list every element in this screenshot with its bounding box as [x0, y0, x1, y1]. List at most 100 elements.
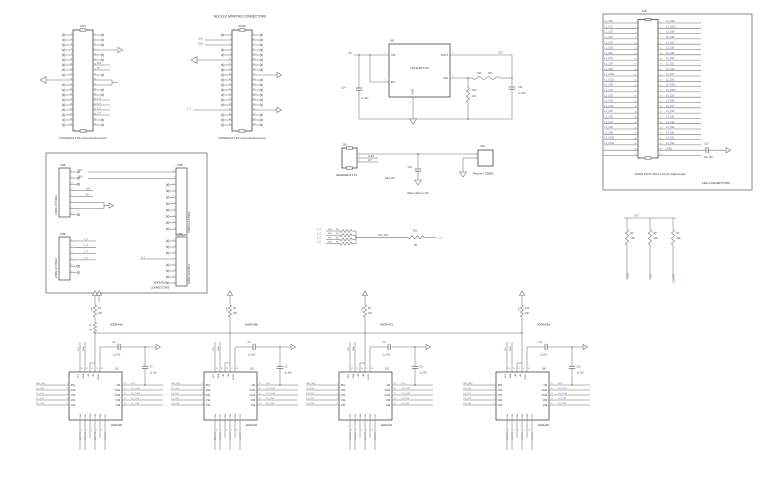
net-arrow-icon	[155, 343, 162, 351]
nucleo-morpho-section: NUCLEO MORPHO CONNECTORS	[214, 15, 266, 19]
label: CS1	[341, 395, 346, 397]
net-label: L1_CS10	[131, 393, 141, 395]
label: CS1	[498, 395, 503, 397]
net-arrow-icon	[361, 290, 369, 296]
connector-ref: CN7	[80, 24, 86, 28]
label: 31	[660, 101, 663, 103]
label: 10K	[98, 313, 103, 315]
label: 21	[229, 83, 232, 85]
net-label: L2_CS0	[666, 79, 675, 81]
label: 38	[634, 117, 637, 119]
label: 19	[356, 368, 358, 370]
connector-ref: CN5	[177, 163, 183, 167]
net-arrow-icon	[39, 76, 47, 84]
label: 11	[394, 403, 397, 405]
label: 4	[202, 398, 204, 400]
label: 24	[634, 80, 637, 82]
label: R17	[328, 237, 333, 239]
label: CS9	[543, 400, 548, 402]
label: 37	[229, 123, 232, 125]
net-label: 3V3	[86, 188, 91, 190]
net-label: L3_CS9	[605, 132, 614, 134]
label: 1	[174, 281, 176, 283]
label: 9	[96, 430, 97, 432]
net-label: L2_CS9	[666, 32, 675, 34]
label: 11	[70, 58, 73, 60]
net-label: L4_CS6	[520, 432, 522, 441]
net-label: L2_CS11	[666, 21, 676, 23]
net-label: L2_CS3	[171, 403, 180, 405]
label: 20	[216, 368, 218, 370]
label: 6	[71, 201, 73, 203]
net-label: L1_CS9	[131, 398, 140, 400]
net-label: 3V3	[634, 214, 639, 218]
U2-body	[203, 371, 258, 421]
label: 10K	[525, 313, 530, 315]
label: 2	[253, 33, 255, 35]
label: 20	[94, 78, 97, 80]
label: VLDO	[98, 374, 100, 380]
resistor-symbol	[471, 76, 501, 80]
label: 13	[394, 393, 397, 395]
label: 17	[523, 368, 525, 370]
label: 2	[71, 176, 73, 178]
label: 17	[229, 73, 232, 75]
label: 18	[518, 368, 520, 370]
label: 23	[70, 88, 73, 90]
label: 14	[259, 388, 262, 390]
label: 10	[236, 430, 238, 432]
label: 7	[356, 430, 357, 432]
label: SDA	[217, 373, 220, 378]
label: 35	[229, 118, 232, 120]
net-label: L3_CS1	[306, 393, 315, 395]
label: 1	[67, 383, 69, 385]
label: CS3	[71, 405, 76, 407]
label: 8	[361, 430, 362, 432]
label: A0	[519, 373, 522, 376]
ic-ref: U2	[250, 367, 254, 371]
label: C13	[577, 367, 582, 369]
net-label: SCL	[78, 170, 83, 172]
label: 19	[660, 69, 663, 71]
label: 16	[101, 368, 103, 370]
label: 22u 16V	[704, 156, 713, 159]
ic-ref: U1	[115, 367, 119, 371]
label: 10	[94, 53, 97, 55]
label: 15	[660, 58, 663, 60]
net-arrow-icon	[518, 290, 526, 296]
label: 30	[634, 96, 637, 98]
connector-caption: CONN19x2 2.54 Low Insertion Force	[218, 136, 266, 140]
label: 7	[221, 430, 222, 432]
net-label: SDA	[78, 175, 83, 178]
label: C10	[704, 143, 709, 146]
label: 16	[253, 68, 256, 70]
label: 4	[337, 398, 339, 400]
label: 1	[476, 152, 478, 154]
led-driver-block-U1: U1LED12021IRQLED_IRQ2CS0L1_CS03CS1L1_CS1…	[36, 290, 163, 450]
net-label: L2_CS5	[666, 53, 675, 55]
label: R3	[233, 308, 237, 310]
label: CS9	[116, 400, 121, 402]
label: VIN	[116, 385, 120, 387]
resistor-symbol	[339, 233, 353, 238]
label: 5	[230, 43, 232, 45]
resistor-symbol	[227, 304, 233, 318]
net-label: L3_CS1	[605, 90, 614, 92]
ic-part-number: LED1202	[381, 423, 393, 427]
label: 36	[634, 111, 637, 113]
label: 27	[70, 98, 73, 100]
label: 4	[174, 263, 176, 265]
net-label: L3_CS7	[605, 122, 614, 124]
cn7-body	[72, 29, 94, 132]
net-arrow-icon	[276, 71, 283, 79]
led-driver-block-U6: U6LED12021IRQLED_IRQ2CS0L4_CS03CS1L4_CS1…	[463, 290, 590, 450]
label: 10K	[368, 313, 373, 315]
net-label: L1_CS6	[93, 432, 95, 441]
net-label: L1_CS2	[605, 32, 614, 34]
net-label: L4_CS1	[463, 393, 472, 395]
label: 5	[71, 195, 73, 197]
label: 8	[174, 239, 176, 241]
net-label: L3_CS6	[363, 432, 365, 441]
connector-caption: CONN 1x8 2.54mm	[189, 264, 191, 284]
label: C1	[113, 342, 117, 344]
